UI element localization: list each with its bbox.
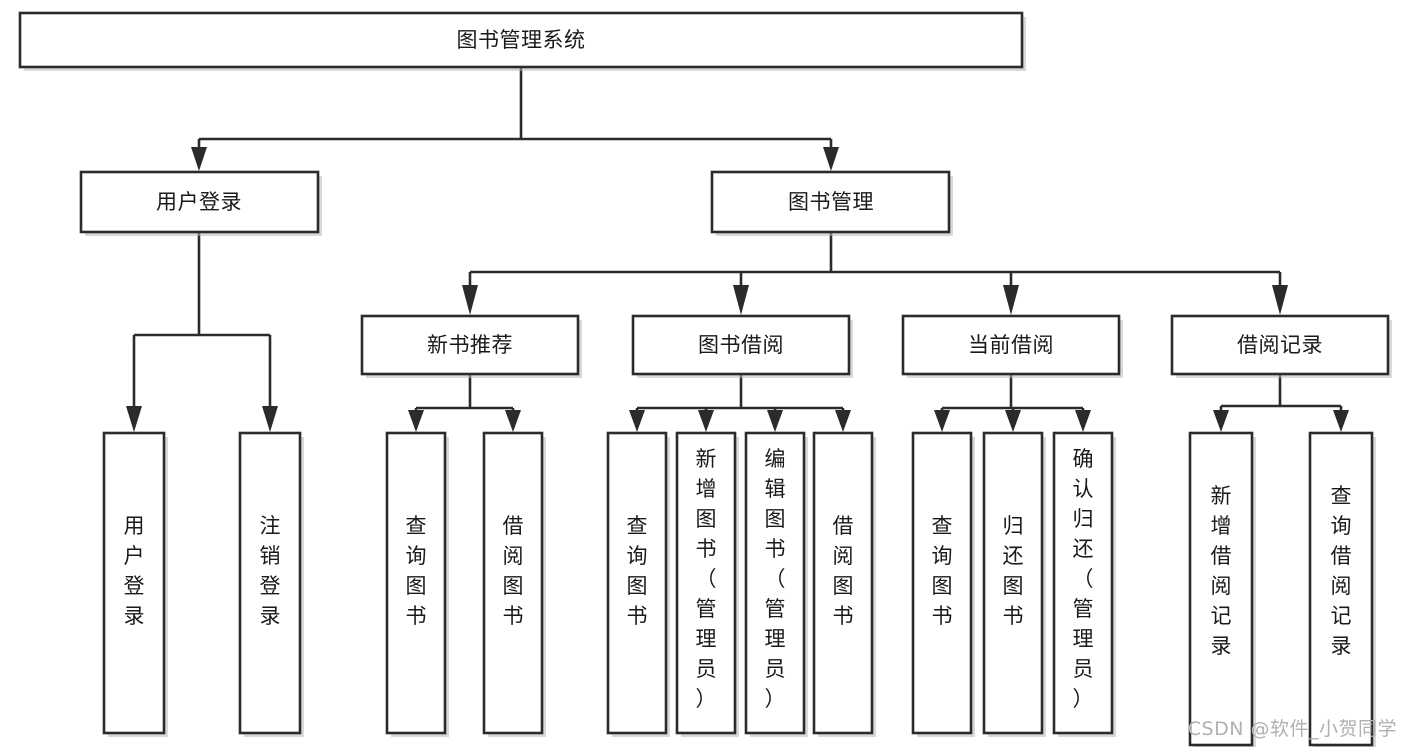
node-leaf-confirm-return-label: 确认归还（管理员） xyxy=(1073,447,1094,711)
node-leaf-user-login-label: 用户登录 xyxy=(124,514,145,628)
node-book-manage-label: 图书管理 xyxy=(788,190,874,214)
arrowhead-leaf-user-login xyxy=(126,406,142,432)
node-leaf-query-book-1-label: 查询图书 xyxy=(406,514,427,628)
arrowhead-leaf-edit-book-admin xyxy=(767,410,783,432)
node-root[interactable]: 图书管理系统 xyxy=(18,11,1026,71)
node-leaf-query-book-3[interactable]: 查询图书 xyxy=(911,431,975,737)
node-leaf-query-book-3-rect xyxy=(911,431,973,735)
node-leaf-query-book-3-label: 查询图书 xyxy=(932,514,953,628)
node-leaf-edit-book-admin-rect xyxy=(744,431,806,735)
node-leaf-borrow-book-1[interactable]: 借阅图书 xyxy=(482,431,546,737)
node-book-manage-rect xyxy=(710,170,951,234)
node-borrow-record-rect xyxy=(1170,314,1390,376)
node-leaf-query-book-2-label: 查询图书 xyxy=(627,514,648,628)
node-current-borrow-label: 当前借阅 xyxy=(968,333,1054,357)
node-borrow-record-label: 借阅记录 xyxy=(1237,333,1323,357)
arrowhead-leaf-borrow-book-2 xyxy=(835,410,851,432)
node-leaf-borrow-book-2-label: 借阅图书 xyxy=(833,514,854,628)
node-book-borrow[interactable]: 图书借阅 xyxy=(631,314,853,378)
node-book-borrow-label: 图书借阅 xyxy=(698,333,784,357)
node-leaf-user-logout-rect xyxy=(238,431,302,735)
node-leaf-query-book-2-rect xyxy=(606,431,668,735)
node-leaf-user-logout-label: 注销登录 xyxy=(260,514,281,628)
node-current-borrow[interactable]: 当前借阅 xyxy=(901,314,1123,378)
arrowhead-leaf-query-book-1 xyxy=(408,410,424,432)
arrowhead-leaf-query-borrow-record xyxy=(1333,410,1349,432)
node-leaf-query-borrow-record-label: 查询借阅记录 xyxy=(1331,484,1352,658)
arrowhead-current-borrow xyxy=(1003,285,1019,315)
node-leaf-confirm-return-rect xyxy=(1052,431,1114,735)
node-new-book-recommend-rect xyxy=(360,314,580,376)
node-leaf-return-book-rect xyxy=(982,431,1044,735)
node-new-book-recommend[interactable]: 新书推荐 xyxy=(360,314,582,378)
node-leaf-borrow-book-1-rect xyxy=(482,431,544,735)
node-leaf-edit-book-admin-label: 编辑图书（管理员） xyxy=(765,447,786,711)
node-leaf-user-logout[interactable]: 注销登录 xyxy=(238,431,304,737)
node-root-label: 图书管理系统 xyxy=(457,28,586,52)
arrowhead-book-borrow xyxy=(733,285,749,315)
node-root-rect xyxy=(18,11,1024,69)
node-leaf-query-book-1[interactable]: 查询图书 xyxy=(385,431,449,737)
arrowhead-leaf-borrow-book-1 xyxy=(505,410,521,432)
arrowhead-leaf-user-logout xyxy=(262,406,278,432)
node-leaf-query-book-1-rect xyxy=(385,431,447,735)
node-leaf-borrow-book-2[interactable]: 借阅图书 xyxy=(812,431,876,737)
node-leaf-add-borrow-record[interactable]: 新增借阅记录 xyxy=(1188,431,1256,747)
node-book-borrow-rect xyxy=(631,314,851,376)
arrowhead-leaf-add-book-admin xyxy=(698,410,714,432)
arrowhead-borrow-record xyxy=(1272,285,1288,315)
arrowhead-leaf-query-book-3 xyxy=(934,410,950,432)
node-user-login-rect xyxy=(79,170,320,234)
node-leaf-return-book-label: 归还图书 xyxy=(1003,514,1024,628)
node-leaf-query-borrow-record[interactable]: 查询借阅记录 xyxy=(1308,431,1376,747)
node-leaf-add-book-admin-label: 新增图书（管理员） xyxy=(696,447,717,711)
node-leaf-add-book-admin-rect xyxy=(675,431,737,735)
node-leaf-add-borrow-record-rect xyxy=(1188,431,1254,747)
node-leaf-query-book-2[interactable]: 查询图书 xyxy=(606,431,670,737)
node-user-login[interactable]: 用户登录 xyxy=(79,170,322,236)
arrowhead-leaf-confirm-return xyxy=(1075,410,1091,432)
node-book-manage[interactable]: 图书管理 xyxy=(710,170,953,236)
arrowhead-leaf-return-book xyxy=(1005,410,1021,432)
node-leaf-add-book-admin[interactable]: 新增图书（管理员） xyxy=(675,431,739,737)
arrowhead-leaf-add-borrow-record xyxy=(1213,410,1229,432)
node-leaf-user-login-rect xyxy=(102,431,166,735)
node-leaf-confirm-return[interactable]: 确认归还（管理员） xyxy=(1052,431,1116,737)
node-leaf-edit-book-admin[interactable]: 编辑图书（管理员） xyxy=(744,431,808,737)
node-leaf-user-login[interactable]: 用户登录 xyxy=(102,431,168,737)
arrowhead-user-login xyxy=(191,147,207,171)
node-borrow-record[interactable]: 借阅记录 xyxy=(1170,314,1392,378)
csdn-watermark: CSDN @软件_小贺同学 xyxy=(1187,718,1397,740)
arrowhead-leaf-query-book-2 xyxy=(629,410,645,432)
arrowhead-book-manage xyxy=(823,147,839,171)
leaf-layer: 用户登录 注销登录 查询图书 借阅图书 查询图书 xyxy=(102,431,1376,747)
node-current-borrow-rect xyxy=(901,314,1121,376)
node-new-book-recommend-label: 新书推荐 xyxy=(427,333,513,357)
node-leaf-borrow-book-2-rect xyxy=(812,431,874,735)
arrowhead-new-book-recommend xyxy=(462,285,478,315)
node-leaf-query-borrow-record-rect xyxy=(1308,431,1374,747)
node-leaf-borrow-book-1-label: 借阅图书 xyxy=(503,514,524,628)
connector-layer xyxy=(126,67,1349,432)
node-user-login-label: 用户登录 xyxy=(156,190,242,214)
node-leaf-return-book[interactable]: 归还图书 xyxy=(982,431,1046,737)
node-leaf-add-borrow-record-label: 新增借阅记录 xyxy=(1211,484,1232,658)
